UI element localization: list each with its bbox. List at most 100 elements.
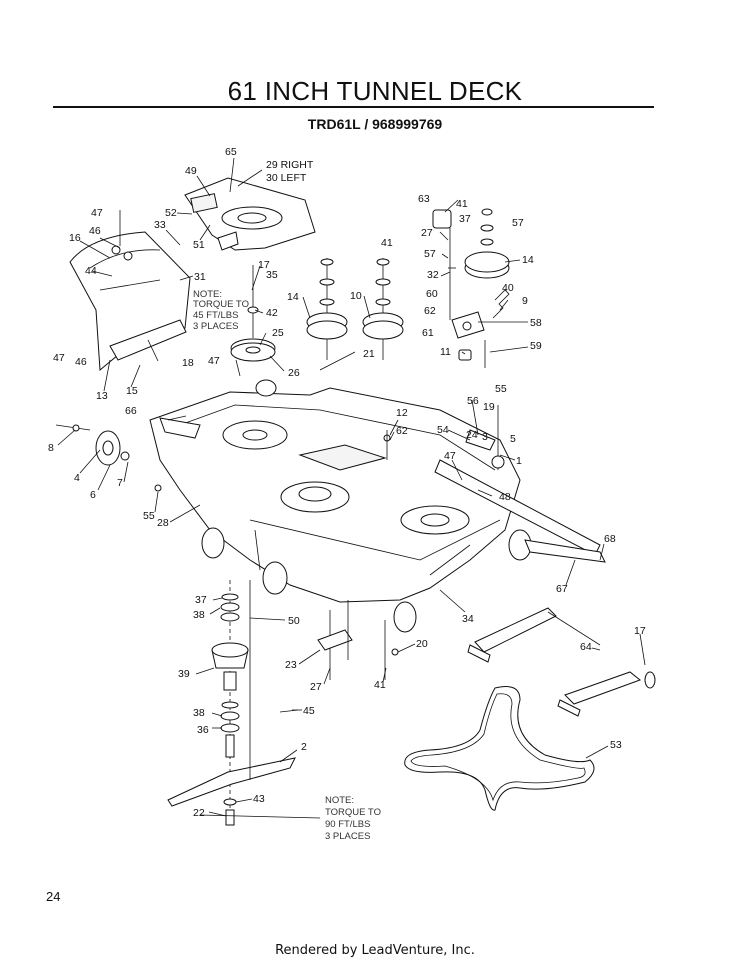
- callout-64: 64: [580, 641, 592, 653]
- callout-26: 26: [288, 367, 300, 379]
- callout-10: 10: [350, 290, 362, 302]
- callout-14a: 14: [287, 291, 299, 303]
- callout-20: 20: [416, 638, 428, 650]
- callouts: 65 29 RIGHT 30 LEFT 49 52 51 47 46 33 16…: [48, 146, 646, 819]
- callout-44: 44: [85, 265, 97, 277]
- callout-1: 1: [516, 455, 522, 467]
- callout-27a: 27: [421, 227, 433, 239]
- callout-17a: 17: [258, 259, 270, 271]
- page-number: 24: [46, 889, 61, 904]
- callout-49: 49: [185, 165, 197, 177]
- callout-37b: 37: [195, 594, 207, 606]
- callout-65: 65: [225, 146, 237, 158]
- callout-67: 67: [556, 583, 568, 595]
- callout-38b: 38: [193, 707, 205, 719]
- callout-68: 68: [604, 533, 616, 545]
- idler-assembly: [432, 208, 510, 368]
- note-torque-90: NOTE: TORQUE TO 90 FT/LBS 3 PLACES: [325, 795, 381, 842]
- callout-18: 18: [182, 357, 194, 369]
- callout-9: 9: [522, 295, 528, 307]
- callout-51: 51: [193, 239, 205, 251]
- callout-2: 2: [301, 741, 307, 753]
- note-line: 3 PLACES: [193, 321, 238, 332]
- callout-5: 5: [510, 433, 516, 445]
- note-torque-45: NOTE: TORQUE TO 45 FT/LBS 3 PLACES: [193, 289, 249, 332]
- left-deflector: [69, 210, 191, 372]
- callout-17b: 17: [634, 625, 646, 637]
- leader-lines: [57, 157, 646, 817]
- callout-14b: 14: [522, 254, 534, 266]
- callout-25: 25: [272, 327, 284, 339]
- note-line: TORQUE TO: [325, 807, 381, 818]
- footer-credit: Rendered by LeadVenture, Inc.: [275, 943, 475, 958]
- callout-11: 11: [440, 346, 451, 358]
- callout-13: 13: [96, 390, 108, 402]
- callout-27b: 27: [310, 681, 322, 693]
- callout-29: 29 RIGHT: [266, 159, 314, 171]
- callout-4: 4: [74, 472, 80, 484]
- callout-6: 6: [90, 489, 96, 501]
- model-number: TRD61L / 968999769: [307, 116, 443, 132]
- callout-55a: 55: [495, 383, 507, 395]
- callout-62a: 62: [424, 305, 436, 317]
- callout-41b: 41: [456, 198, 468, 210]
- belt-shield: [184, 177, 316, 251]
- callout-53: 53: [610, 739, 622, 751]
- callout-57a: 57: [512, 217, 524, 229]
- callout-19: 19: [483, 401, 495, 413]
- drive-belt: [404, 686, 595, 811]
- callout-22: 22: [193, 807, 205, 819]
- callout-21: 21: [363, 348, 375, 360]
- callout-47c: 47: [208, 355, 220, 367]
- note-line: TORQUE TO: [193, 299, 249, 310]
- note-line: NOTE:: [193, 289, 222, 300]
- callout-46b: 46: [75, 356, 87, 368]
- callout-43: 43: [253, 793, 265, 805]
- callout-47b: 47: [53, 352, 65, 364]
- callout-36: 36: [197, 724, 209, 736]
- title-rule: [53, 106, 654, 108]
- spindle-pulleys: [230, 258, 404, 362]
- callout-42: 42: [266, 307, 278, 319]
- callout-46a: 46: [89, 225, 101, 237]
- callout-41c: 41: [374, 679, 386, 691]
- callout-47d: 47: [444, 450, 456, 462]
- callout-31: 31: [194, 271, 206, 283]
- callout-66: 66: [125, 405, 137, 417]
- callout-54: 54: [437, 424, 449, 436]
- callout-7: 7: [117, 477, 123, 489]
- callout-56: 56: [467, 395, 479, 407]
- hanger-bracket: [434, 405, 606, 563]
- callout-61: 61: [422, 327, 434, 339]
- callout-30: 30 LEFT: [266, 172, 307, 184]
- callout-60: 60: [426, 288, 438, 300]
- callout-35: 35: [266, 269, 278, 281]
- spindle-stack: [167, 580, 296, 826]
- callout-57b: 57: [424, 248, 436, 260]
- callout-45: 45: [303, 705, 315, 717]
- callout-32: 32: [427, 269, 439, 281]
- callout-16: 16: [69, 232, 81, 244]
- callout-28: 28: [157, 517, 169, 529]
- callout-48: 48: [499, 491, 511, 503]
- callout-33: 33: [154, 219, 166, 231]
- callout-41a: 41: [381, 237, 393, 249]
- callout-63: 63: [418, 193, 430, 205]
- callout-39: 39: [178, 668, 190, 680]
- note-line: NOTE:: [325, 795, 354, 806]
- callout-23: 23: [285, 659, 297, 671]
- callout-40: 40: [502, 282, 514, 294]
- callout-24: 24: [466, 429, 478, 441]
- lift-arms: [467, 607, 656, 717]
- callout-34: 34: [462, 613, 474, 625]
- callout-50: 50: [288, 615, 300, 627]
- callout-38a: 38: [193, 609, 205, 621]
- callout-55b: 55: [143, 510, 155, 522]
- callout-62b: 62: [396, 425, 408, 437]
- callout-12: 12: [396, 407, 408, 419]
- callout-47a: 47: [91, 207, 103, 219]
- callout-58: 58: [530, 317, 542, 329]
- note-line: 3 PLACES: [325, 831, 370, 842]
- callout-59: 59: [530, 340, 542, 352]
